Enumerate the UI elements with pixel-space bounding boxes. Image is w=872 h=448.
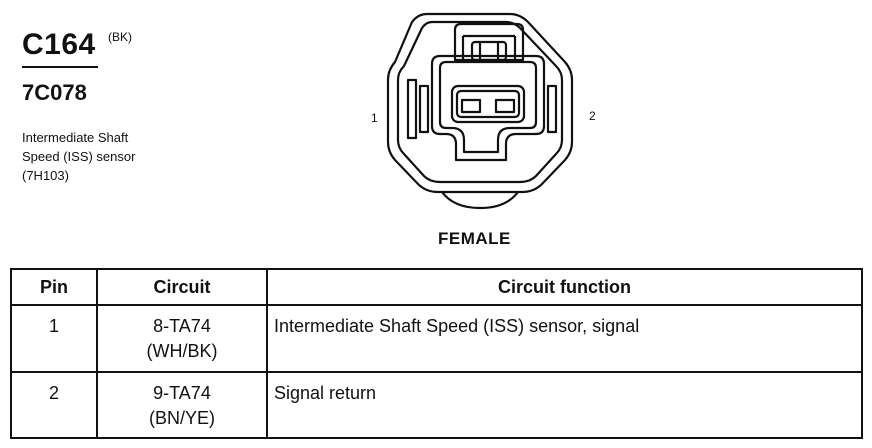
wire-color: (BN/YE)	[148, 407, 215, 428]
pin-1-socket	[460, 98, 482, 114]
component-description: Intermediate Shaft Speed (ISS) sensor (7…	[22, 128, 135, 185]
connector-housing-frame	[430, 54, 546, 162]
table-row: 1 8-TA74 (WH/BK) Intermediate Shaft Spee…	[10, 304, 863, 373]
connector-housing-inner	[438, 60, 538, 154]
locking-latch-outer	[453, 22, 525, 62]
wire-color: (WH/BK)	[146, 341, 218, 361]
description-line: Intermediate Shaft	[22, 130, 129, 145]
circuit-id: 8-TA74	[153, 316, 211, 336]
terminal-cavity-inner	[455, 89, 521, 119]
pin-2-label: 2	[589, 109, 596, 123]
circuit-cell: 8-TA74 (WH/BK)	[96, 304, 268, 373]
connector-outer-shell	[386, 12, 574, 194]
circuit-function: Intermediate Shaft Speed (ISS) sensor, s…	[266, 304, 863, 373]
circuit-function: Signal return	[266, 370, 863, 439]
connector-bottom-tab	[441, 191, 519, 210]
locking-latch-slot	[478, 42, 500, 60]
circuit-id: 9-TA74	[153, 382, 211, 403]
locking-latch-button	[470, 40, 508, 62]
side-rib-left	[406, 78, 430, 140]
part-number: 7C078	[22, 80, 87, 105]
column-header-circuit: Circuit	[96, 268, 268, 306]
connector-gender-label: FEMALE	[438, 229, 511, 248]
description-line: Speed (ISS) sensor	[22, 149, 136, 164]
table-header-row: Pin Circuit Circuit function	[10, 268, 863, 306]
connector-color: (BK)	[108, 30, 132, 44]
column-header-function: Circuit function	[266, 268, 863, 306]
connector-id: C164 (BK)	[22, 28, 132, 62]
pinout-table: Pin Circuit Circuit function 1 8-TA74 (W…	[10, 268, 863, 439]
connector-face-diagram	[386, 12, 574, 210]
pin-number: 2	[10, 370, 98, 439]
connector-code: C164	[22, 28, 96, 61]
column-header-pin: Pin	[10, 268, 98, 306]
header-divider	[22, 66, 98, 68]
description-line: (7H103)	[22, 168, 69, 183]
pin-number: 1	[10, 304, 98, 373]
pin-2-socket	[494, 98, 516, 114]
terminal-cavity	[450, 84, 526, 124]
circuit-cell: 9-TA74 (BN/YE)	[96, 370, 268, 439]
pin-1-label: 1	[371, 111, 378, 125]
side-rib-right	[546, 84, 558, 134]
connector-shell-inner-outline	[396, 20, 564, 184]
table-row: 2 9-TA74 (BN/YE) Signal return	[10, 370, 863, 439]
